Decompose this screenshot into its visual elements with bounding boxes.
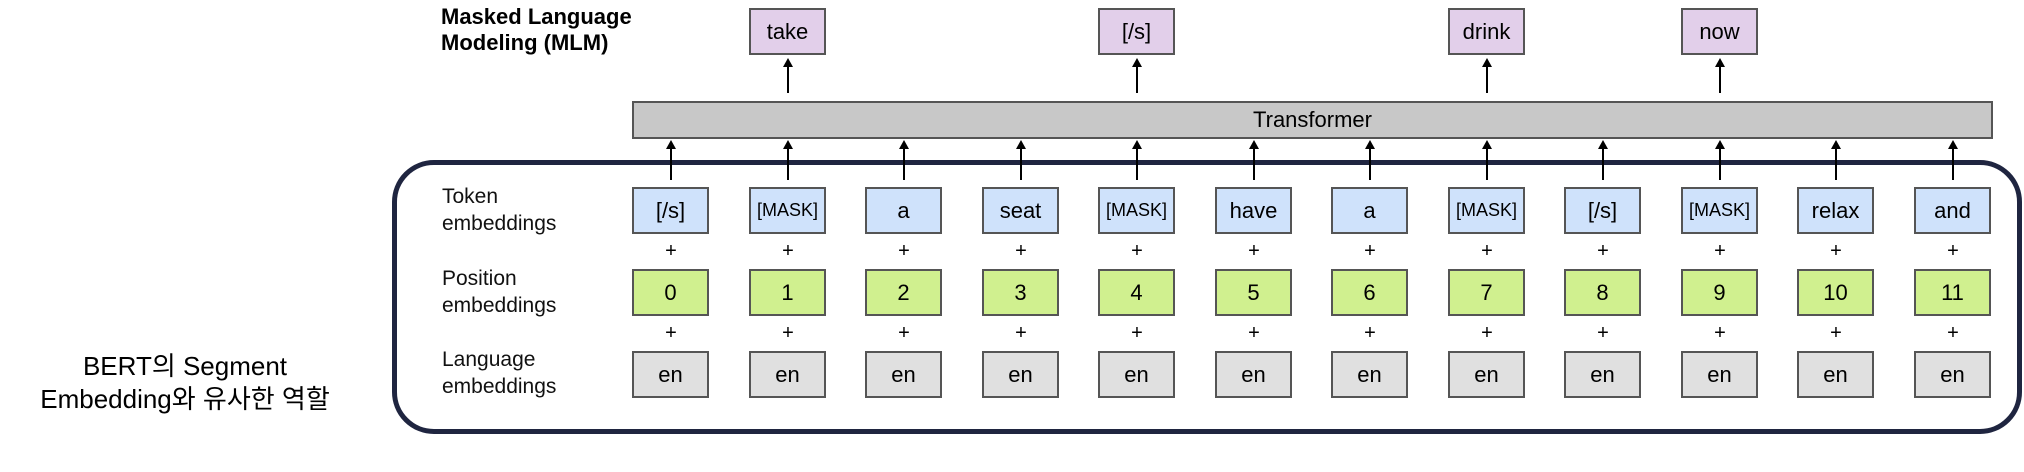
language-embeddings-label: Language embeddings xyxy=(442,348,557,398)
position-box: 1 xyxy=(749,269,826,316)
plus-sign: + xyxy=(1947,240,1959,262)
output-box-now: now xyxy=(1681,8,1758,55)
plus-sign: + xyxy=(1481,240,1493,262)
token-embeddings-label: Token embeddings xyxy=(442,185,557,235)
position-box: 7 xyxy=(1448,269,1525,316)
plus-sign: + xyxy=(1248,240,1260,262)
language-box: en xyxy=(632,351,709,398)
output-box-sep: [/s] xyxy=(1098,8,1175,55)
plus-sign: + xyxy=(1364,240,1376,262)
plus-sign: + xyxy=(1364,322,1376,344)
plus-sign: + xyxy=(1131,240,1143,262)
position-box: 3 xyxy=(982,269,1059,316)
plus-sign: + xyxy=(1015,322,1027,344)
token-box: [/s] xyxy=(1564,187,1641,234)
language-box: en xyxy=(1681,351,1758,398)
title-line-2: Modeling (MLM) xyxy=(441,30,609,55)
position-box: 2 xyxy=(865,269,942,316)
segment-embedding-note: BERT의 Segment Embedding와 유사한 역할 xyxy=(40,351,330,414)
plus-sign: + xyxy=(665,240,677,262)
language-box: en xyxy=(982,351,1059,398)
plus-sign: + xyxy=(665,322,677,344)
language-box: en xyxy=(1448,351,1525,398)
token-box: [MASK] xyxy=(1448,187,1525,234)
title-line-1: Masked Language xyxy=(441,4,632,29)
position-box: 11 xyxy=(1914,269,1991,316)
token-box: seat xyxy=(982,187,1059,234)
token-box: have xyxy=(1215,187,1292,234)
plus-sign: + xyxy=(1015,240,1027,262)
plus-sign: + xyxy=(1714,322,1726,344)
language-box: en xyxy=(1914,351,1991,398)
position-box: 6 xyxy=(1331,269,1408,316)
plus-sign: + xyxy=(1131,322,1143,344)
language-box: en xyxy=(749,351,826,398)
plus-sign: + xyxy=(1714,240,1726,262)
language-box: en xyxy=(1331,351,1408,398)
position-box: 10 xyxy=(1797,269,1874,316)
language-box: en xyxy=(1098,351,1175,398)
plus-sign: + xyxy=(1248,322,1260,344)
plus-sign: + xyxy=(898,322,910,344)
plus-sign: + xyxy=(1481,322,1493,344)
diagram-title: Masked Language Modeling (MLM) xyxy=(441,4,632,56)
position-box: 9 xyxy=(1681,269,1758,316)
position-box: 4 xyxy=(1098,269,1175,316)
language-box: en xyxy=(1215,351,1292,398)
language-box: en xyxy=(865,351,942,398)
token-box: [MASK] xyxy=(1098,187,1175,234)
embedding-frame xyxy=(392,160,2022,434)
transformer-block: Transformer xyxy=(632,101,1993,139)
output-box-drink: drink xyxy=(1448,8,1525,55)
plus-sign: + xyxy=(1830,322,1842,344)
language-box: en xyxy=(1564,351,1641,398)
token-box: [MASK] xyxy=(1681,187,1758,234)
plus-sign: + xyxy=(1597,322,1609,344)
position-box: 8 xyxy=(1564,269,1641,316)
plus-sign: + xyxy=(1597,240,1609,262)
token-box: a xyxy=(1331,187,1408,234)
plus-sign: + xyxy=(898,240,910,262)
plus-sign: + xyxy=(1830,240,1842,262)
plus-sign: + xyxy=(782,240,794,262)
token-box: relax xyxy=(1797,187,1874,234)
token-box: a xyxy=(865,187,942,234)
position-box: 5 xyxy=(1215,269,1292,316)
language-box: en xyxy=(1797,351,1874,398)
token-box: and xyxy=(1914,187,1991,234)
plus-sign: + xyxy=(782,322,794,344)
output-box-take: take xyxy=(749,8,826,55)
token-box: [MASK] xyxy=(749,187,826,234)
token-box: [/s] xyxy=(632,187,709,234)
plus-sign: + xyxy=(1947,322,1959,344)
position-embeddings-label: Position embeddings xyxy=(442,267,557,317)
position-box: 0 xyxy=(632,269,709,316)
